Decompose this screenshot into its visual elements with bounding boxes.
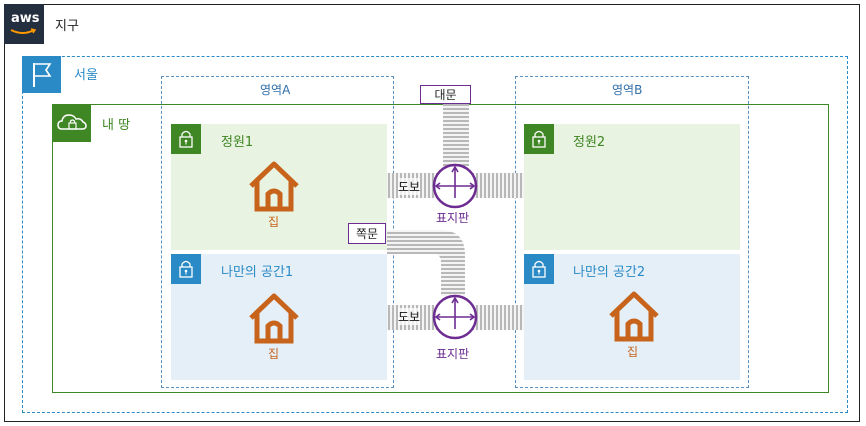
- house-icon: [249, 293, 299, 344]
- side-gate-label: 쪽문: [348, 223, 386, 244]
- main-gate-label: 대문: [420, 85, 471, 104]
- private2-label: 나만의 공간2: [573, 265, 646, 280]
- signpost-label: 표지판: [436, 347, 470, 361]
- zone-b-boundary: [515, 76, 749, 388]
- signpost-icon: [432, 294, 478, 340]
- region-boundary: [22, 56, 848, 413]
- signpost-label: 표지판: [436, 211, 470, 225]
- house-label: 집: [627, 345, 639, 359]
- aws-logo: aws: [4, 4, 44, 44]
- lock-icon: [524, 254, 554, 284]
- house-label: 집: [268, 215, 280, 229]
- lock-icon: [171, 124, 201, 154]
- walkway-label: 도보: [398, 178, 421, 195]
- private1-label: 나만의 공간1: [221, 265, 294, 280]
- garden2-label: 정원2: [573, 135, 606, 150]
- aws-logo-text: aws: [11, 11, 40, 26]
- house-icon: [609, 291, 659, 342]
- lock-icon: [524, 124, 554, 154]
- walkway-label: 도보: [398, 308, 421, 325]
- house-label: 집: [268, 347, 280, 361]
- vpc-label: 내 땅: [102, 118, 131, 133]
- zone-a-label: 영역A: [260, 83, 291, 97]
- signpost-icon: [432, 163, 478, 209]
- main-gate-road: [443, 104, 469, 166]
- garden1-label: 정원1: [221, 135, 254, 150]
- lock-icon: [171, 254, 201, 284]
- vpc-boundary: [52, 104, 829, 393]
- zone-b-label: 영역B: [612, 83, 643, 97]
- side-gate-road: [387, 230, 465, 296]
- aws-smile-icon: [10, 28, 37, 34]
- private2-subnet: [524, 254, 740, 380]
- house-icon: [249, 161, 299, 212]
- cloud-lock-icon: [52, 104, 91, 142]
- region-label: 서울: [74, 68, 98, 83]
- garden2-subnet: [524, 124, 740, 250]
- earth-label: 지구: [55, 19, 79, 34]
- earth-boundary: [4, 4, 860, 422]
- private1-subnet: [171, 254, 387, 380]
- flag-icon: [22, 56, 61, 93]
